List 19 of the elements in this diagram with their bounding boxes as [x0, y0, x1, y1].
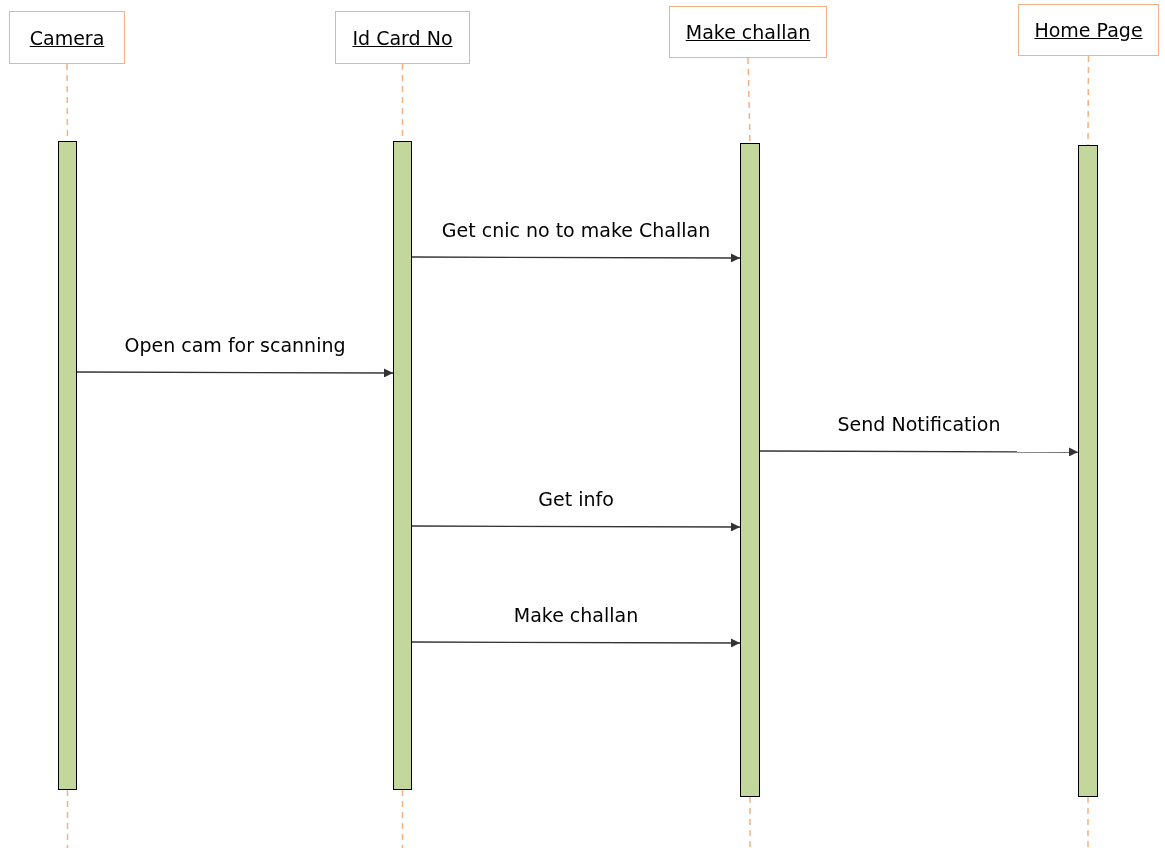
- activation-bar: [393, 141, 412, 790]
- activation-bar: [740, 143, 760, 797]
- edge-label: Make challan: [513, 604, 639, 626]
- message-arrow: [411, 253, 741, 263]
- lifeline-header-box: Home Page: [1018, 4, 1159, 56]
- lifeline-header-box: Id Card No: [335, 11, 470, 64]
- message-arrow: [76, 368, 394, 378]
- lifeline-header-box: Camera: [9, 11, 125, 64]
- lifeline-header-box: Make challan: [669, 6, 827, 58]
- message-arrow: [411, 638, 741, 648]
- message-arrow: [411, 522, 741, 532]
- activation-bar: [1078, 145, 1098, 797]
- edge-label: Open cam for scanning: [124, 334, 346, 356]
- edge-label: Get info: [538, 488, 614, 510]
- edge-label: Send Notification: [837, 413, 1001, 435]
- activation-bar: [58, 141, 77, 790]
- message-arrow: [759, 447, 1079, 457]
- edge-label: Get cnic no to make Challan: [441, 219, 711, 241]
- lifeline: [747, 57, 751, 144]
